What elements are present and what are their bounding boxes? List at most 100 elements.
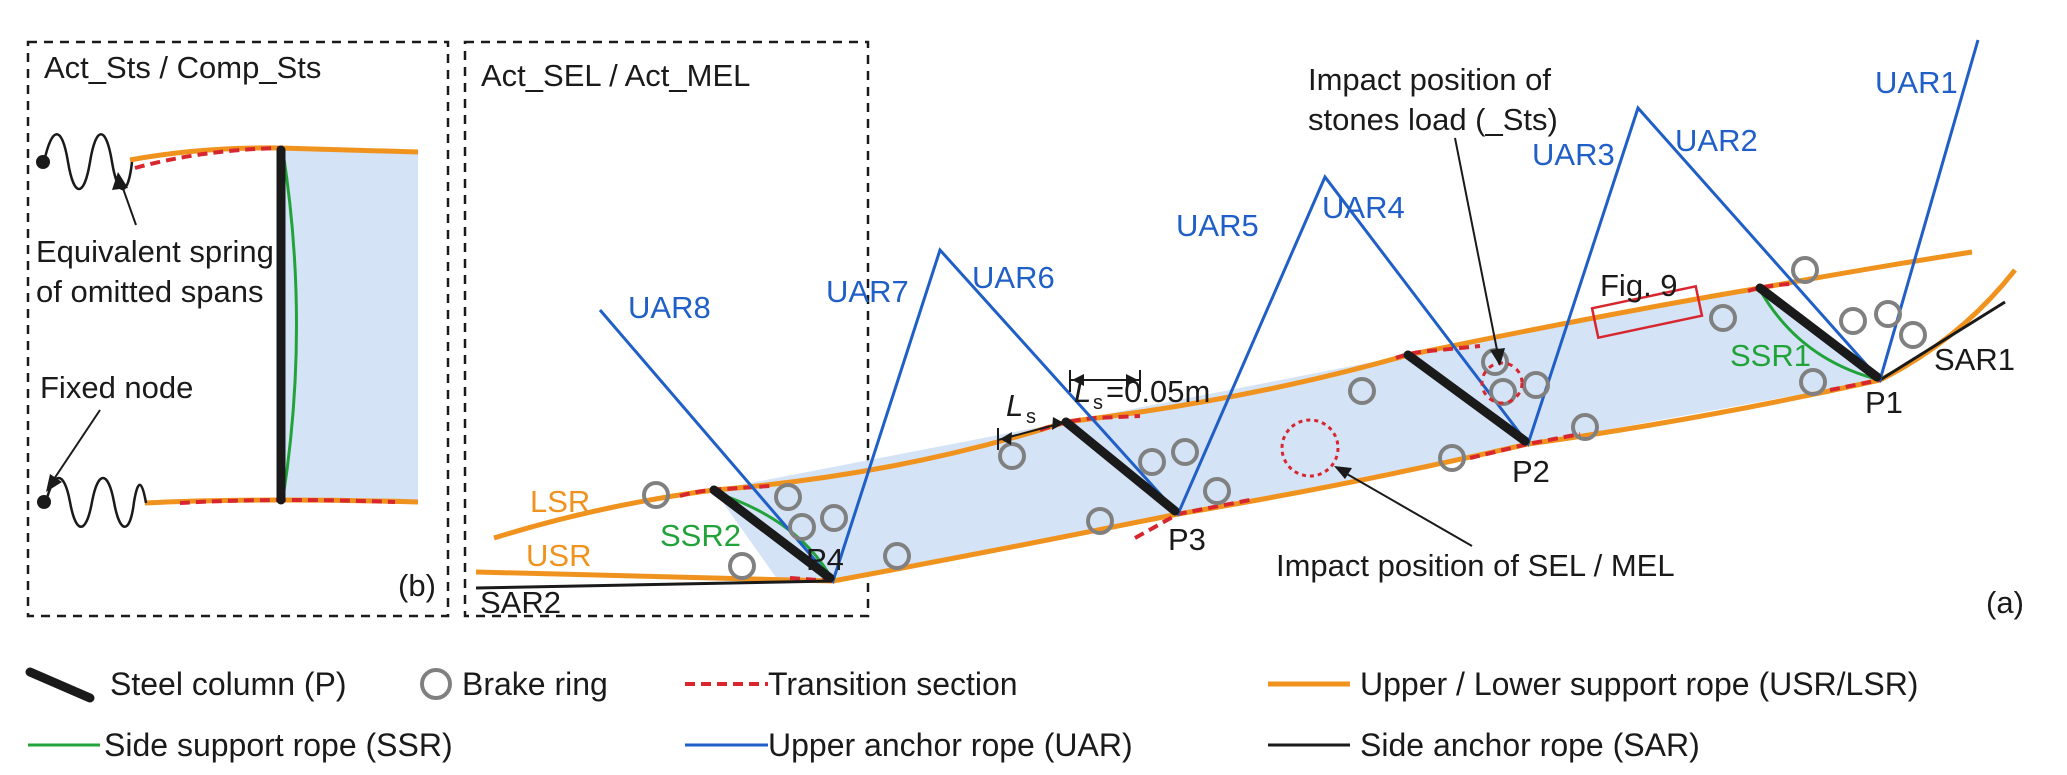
legend-transition: Transition section [768,666,1018,702]
impact-stones-circle [1480,361,1524,405]
fig9-box [1590,284,1704,340]
spring-note-line1: Equivalent spring [36,234,274,269]
panel-b-side-support [281,151,298,499]
post-p1-label: P1 [1865,385,1903,420]
panel-a-inset-title: Act_SEL / Act_MEL [481,58,750,93]
sel-note-arrow [1339,469,1473,547]
post-p2-label: P2 [1512,454,1550,489]
ls-symbol-2: L [1074,374,1091,409]
uar2-label: UAR2 [1675,123,1758,158]
post-p4-label: P4 [806,542,844,577]
usr-label: USR [526,538,591,573]
ssr1-rope [1758,289,1881,382]
ls-symbol-1: L [1006,388,1023,423]
legend-brake-ring-icon [420,668,452,700]
ls-sub-2: s [1093,392,1103,414]
sar1-rope [1879,300,2006,382]
panel-a-tag: (a) [1986,585,2024,620]
brake-ring [1571,413,1599,441]
panel-b-net [280,150,418,502]
ssr1-label: SSR1 [1730,338,1811,373]
ls-arrowhead [1072,374,1084,386]
panel-b-upper-transition [134,146,281,170]
legend-side-support: Side support rope (SSR) [104,727,453,763]
brake-ring [1839,307,1867,335]
uar1-label: UAR1 [1875,65,1958,100]
transition-7 [1829,378,1881,392]
brake-ring [1438,444,1466,472]
ls-arrowhead [1126,374,1138,386]
brake-ring [1522,371,1550,399]
sar2-label: SAR2 [480,585,561,620]
transition-6 [1469,432,1581,460]
panel-b-frame [26,40,450,618]
fig9-label: Fig. 9 [1600,268,1678,303]
uar-ropes [598,39,1980,585]
steel-column-p4 [709,485,835,583]
fixed-note-arrowhead [46,474,62,492]
panel-b-title: Act_Sts / Comp_Sts [44,50,321,85]
uar6-label: UAR6 [972,260,1055,295]
stones-note-arrowhead [1490,348,1505,366]
brake-ring [1086,507,1114,535]
steel-column-p2 [1403,350,1530,446]
ls-value: =0.05m [1106,374,1210,409]
lsr-label: LSR [530,484,590,519]
uar7-label: UAR7 [826,274,909,309]
uar5-label: UAR5 [1176,208,1259,243]
post-p3-label: P3 [1168,522,1206,557]
uar3-label: UAR3 [1532,137,1615,172]
uar8-label: UAR8 [628,290,711,325]
sar1-label: SAR1 [1934,342,2015,377]
legend-side-anchor: Side anchor rope (SAR) [1360,727,1700,763]
uar4-label: UAR4 [1322,190,1405,225]
fixed-node-note: Fixed node [40,370,193,405]
stones-note-arrow [1454,137,1499,356]
panel-a-inset-frame [463,40,870,618]
legend-steel-column-icon [25,667,95,703]
steel-column-p3 [1061,417,1180,516]
brake-ring [820,504,848,532]
sel-note: Impact position of SEL / MEL [1276,548,1675,583]
brake-ring [1171,438,1199,466]
ls-sub-1: s [1026,406,1036,428]
panel-b-lower-transition [179,497,396,505]
legend-steel-column: Steel column (P) [110,666,347,702]
brake-ring [788,513,816,541]
fixed-note-arrow [51,409,101,483]
brake-ring [642,481,670,509]
legend-support-rope: Upper / Lower support rope (USR/LSR) [1360,666,1918,702]
fixed-node-lower [37,495,51,509]
ls-arrowhead [1000,432,1012,445]
spring-note-line2: of omitted spans [36,274,263,309]
legend-upper-anchor: Upper anchor rope (UAR) [768,727,1133,763]
steel-column-p1 [1755,283,1882,382]
brake-ring [1138,448,1166,476]
sel-note-arrowhead [1334,466,1352,479]
brake-ring [998,442,1026,470]
brake-ring [883,542,911,570]
spring-note-arrowhead [112,172,128,190]
brake-ring [1899,321,1927,349]
stones-note-line1: Impact position of [1308,62,1551,97]
impact-sel-mel-circle [1280,418,1340,478]
fixed-node-upper [36,155,50,169]
brake-ring [1709,304,1737,332]
ls-arrowhead [1052,417,1064,430]
brake-ring [1874,300,1902,328]
transition-1 [679,484,771,498]
net-fill [714,288,1880,583]
spring-lower-icon [44,477,148,528]
brake-ring [1203,477,1231,505]
ssr2-label: SSR2 [660,518,741,553]
legend-brake-ring: Brake ring [462,666,608,702]
brake-ring [1799,368,1827,396]
sar2-rope [475,579,834,590]
stones-note-line2: stones load (_Sts) [1308,102,1558,137]
brake-ring [728,552,756,580]
brake-rings [642,256,1927,580]
brake-ring [1348,377,1376,405]
transition-3 [1395,344,1481,360]
panel-b-tag: (b) [398,568,436,603]
